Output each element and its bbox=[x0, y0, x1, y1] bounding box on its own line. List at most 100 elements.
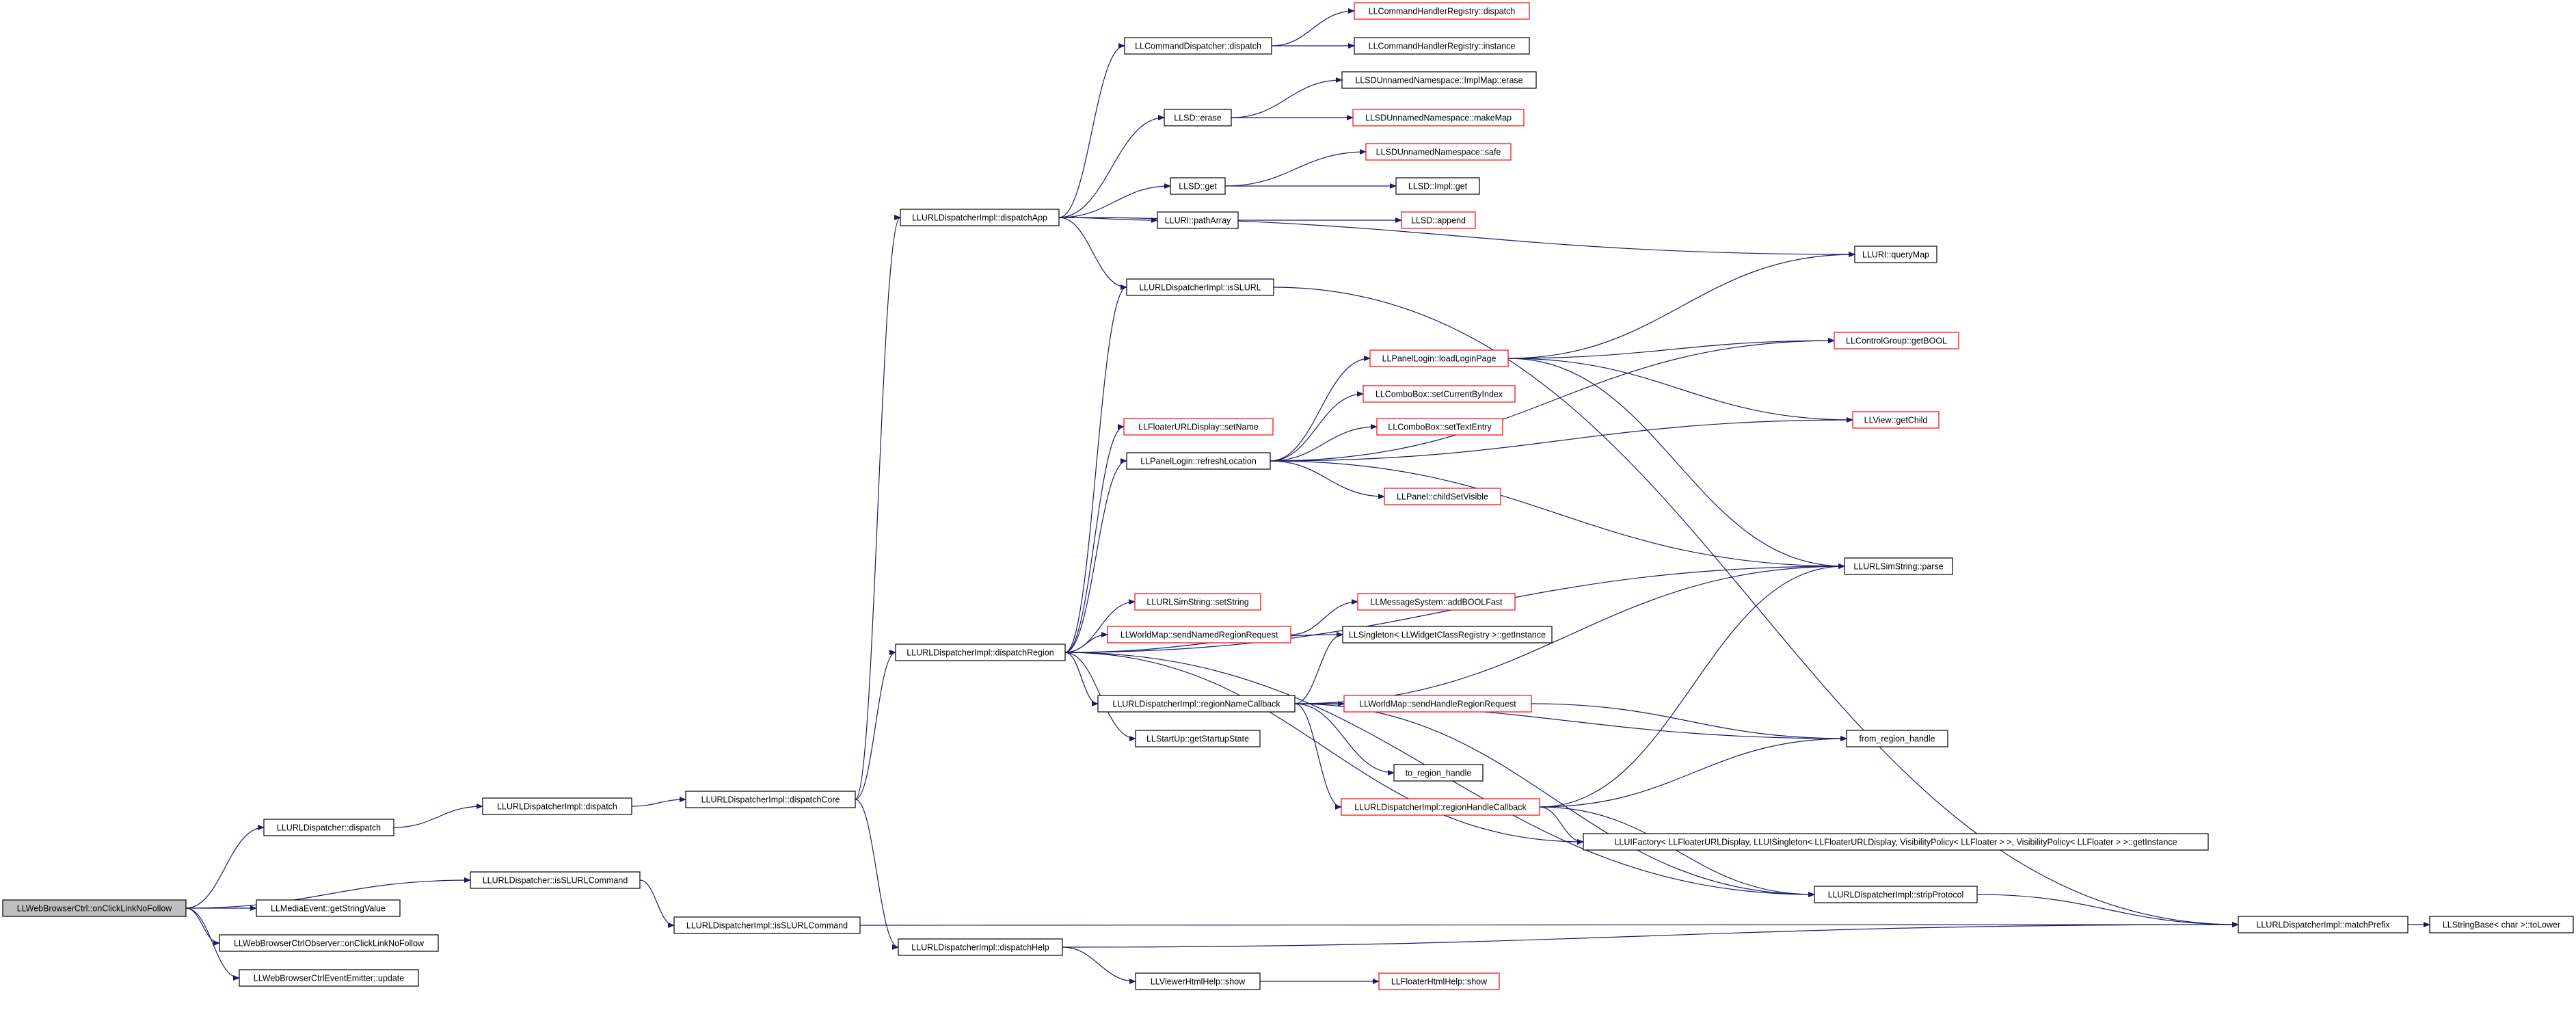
node-mediaevent_getstringvalue[interactable]: LLMediaEvent::getStringValue bbox=[256, 899, 401, 917]
node-label: LLPanelLogin::loadLoginPage bbox=[1382, 354, 1497, 364]
node-box bbox=[2429, 916, 2574, 933]
edge-impl_dispatchregion-to-panellogin_refreshlocation bbox=[1064, 458, 1127, 653]
node-box bbox=[1852, 411, 1940, 429]
node-combobox_settextentry[interactable]: LLComboBox::setTextEntry bbox=[1376, 418, 1503, 436]
node-llsd_append[interactable]: LLSD::append bbox=[1401, 211, 1476, 229]
node-stringbase_tolower[interactable]: LLStringBase< char >::toLower bbox=[2429, 916, 2574, 933]
node-cmdregistry_dispatch[interactable]: LLCommandHandlerRegistry::dispatch bbox=[1354, 2, 1530, 20]
node-worldmap_sendnamedregionrequest[interactable]: LLWorldMap::sendNamedRegionRequest bbox=[1107, 626, 1291, 644]
node-startup_getstartupstate[interactable]: LLStartUp::getStartupState bbox=[1135, 730, 1261, 747]
node-urlsimstring_setstring[interactable]: LLURLSimString::setString bbox=[1134, 593, 1261, 611]
node-box bbox=[1341, 798, 1540, 816]
node-combobox_setcurrentbyindex[interactable]: LLComboBox::setCurrentByIndex bbox=[1363, 385, 1516, 403]
node-root[interactable]: LLWebBrowserCtrl::onClickLinkNoFollow bbox=[2, 899, 187, 917]
edge-root-to-eventemitter_update bbox=[185, 907, 240, 981]
node-uifactory_getinstance[interactable]: LLUIFactory< LLFloaterURLDisplay, LLUISi… bbox=[1583, 833, 2209, 851]
node-llsd_impl_get[interactable]: LLSD::Impl::get bbox=[1395, 177, 1480, 195]
node-box bbox=[1097, 695, 1296, 713]
node-impl_matchprefix[interactable]: LLURLDispatcherImpl::matchPrefix bbox=[2238, 916, 2409, 933]
edge-impl_dispatchcore-to-impl_dispatchhelp bbox=[855, 799, 899, 950]
edge-panellogin_loadloginpage-to-urlsimstring_parse bbox=[1507, 358, 1845, 569]
node-cmddispatcher_dispatch[interactable]: LLCommandDispatcher::dispatch bbox=[1124, 37, 1272, 55]
node-box bbox=[256, 899, 401, 917]
node-box bbox=[1170, 177, 1226, 195]
node-impl_dispatchcore[interactable]: LLURLDispatcherImpl::dispatchCore bbox=[685, 791, 856, 808]
node-impl_regionnamecallback[interactable]: LLURLDispatcherImpl::regionNameCallback bbox=[1097, 695, 1296, 713]
edges-layer bbox=[185, 8, 2430, 984]
node-view_getchild[interactable]: LLView::getChild bbox=[1852, 411, 1940, 429]
node-label: LLWebBrowserCtrl::onClickLinkNoFollow bbox=[17, 904, 173, 914]
node-impl_dispatchhelp[interactable]: LLURLDispatcherImpl::dispatchHelp bbox=[898, 938, 1063, 956]
node-impl_regionhandlecallback[interactable]: LLURLDispatcherImpl::regionHandleCallbac… bbox=[1341, 798, 1540, 816]
node-label: LLURLDispatcherImpl::dispatchCore bbox=[701, 795, 840, 805]
node-messagesystem_addboolfast[interactable]: LLMessageSystem::addBOOLFast bbox=[1357, 593, 1516, 611]
node-impl_dispatchapp[interactable]: LLURLDispatcherImpl::dispatchApp bbox=[900, 209, 1060, 226]
node-impl_isslurl[interactable]: LLURLDispatcherImpl::isSLURL bbox=[1126, 278, 1274, 296]
node-urlsimstring_parse[interactable]: LLURLSimString::parse bbox=[1844, 557, 1953, 575]
node-box bbox=[1814, 886, 1978, 903]
node-box bbox=[1384, 488, 1501, 505]
node-to_region_handle[interactable]: to_region_handle bbox=[1393, 764, 1484, 782]
node-box bbox=[2, 899, 187, 917]
node-impl_stripprotocol[interactable]: LLURLDispatcherImpl::stripProtocol bbox=[1814, 886, 1978, 903]
edge-urldispatcher_dispatch-to-impl_dispatch bbox=[393, 804, 483, 828]
node-box bbox=[1107, 626, 1291, 644]
node-panellogin_loadloginpage[interactable]: LLPanelLogin::loadLoginPage bbox=[1369, 349, 1509, 367]
edge-root-to-urldispatcher_dispatch bbox=[185, 825, 265, 909]
node-label: LLControlGroup::getBOOL bbox=[1846, 336, 1947, 346]
node-box bbox=[673, 916, 861, 934]
node-label: LLMessageSystem::addBOOLFast bbox=[1370, 598, 1503, 607]
node-panellogin_refreshlocation[interactable]: LLPanelLogin::refreshLocation bbox=[1126, 452, 1271, 470]
node-label: LLComboBox::setCurrentByIndex bbox=[1376, 390, 1503, 399]
edge-impl_dispatchregion-to-impl_isslurl bbox=[1064, 284, 1127, 653]
node-floaterhtmlhelp_show[interactable]: LLFloaterHtmlHelp::show bbox=[1378, 972, 1500, 990]
node-impl_dispatchregion[interactable]: LLURLDispatcherImpl::dispatchRegion bbox=[895, 644, 1066, 661]
node-impl_isslurlcommand[interactable]: LLURLDispatcherImpl::isSLURLCommand bbox=[673, 916, 861, 934]
node-box bbox=[1365, 143, 1512, 161]
node-impl_dispatch[interactable]: LLURLDispatcherImpl::dispatch bbox=[482, 797, 632, 815]
node-singleton_getinstance[interactable]: LLSingleton< LLWidgetClassRegistry >::ge… bbox=[1342, 626, 1553, 644]
edge-panellogin_refreshlocation-to-panellogin_loadloginpage bbox=[1270, 356, 1371, 462]
node-label: LLCommandHandlerRegistry::instance bbox=[1369, 42, 1516, 51]
node-makemap[interactable]: LLSDUnnamedNamespace::makeMap bbox=[1352, 109, 1525, 127]
node-lluri_querymap[interactable]: LLURI::queryMap bbox=[1854, 246, 1937, 263]
node-label: LLMediaEvent::getStringValue bbox=[271, 904, 386, 914]
node-box bbox=[263, 819, 394, 836]
edge-panellogin_refreshlocation-to-view_getchild bbox=[1270, 417, 1853, 462]
node-safe[interactable]: LLSDUnnamedNamespace::safe bbox=[1365, 143, 1512, 161]
node-label: LLURLDispatcherImpl::dispatch bbox=[497, 802, 617, 812]
node-urldispatcher_isslurlcommand[interactable]: LLURLDispatcher::isSLURLCommand bbox=[470, 871, 641, 889]
node-box bbox=[470, 871, 641, 889]
node-label: LLFloaterHtmlHelp::show bbox=[1391, 977, 1488, 987]
node-label: LLURLDispatcherImpl::stripProtocol bbox=[1828, 890, 1964, 900]
node-box bbox=[1157, 211, 1239, 229]
edge-panellogin_refreshlocation-to-urlsimstring_parse bbox=[1270, 460, 1845, 569]
edge-panellogin_loadloginpage-to-lluri_querymap bbox=[1507, 252, 1855, 359]
node-box bbox=[1341, 71, 1537, 89]
node-impmap_erase[interactable]: LLSDUnnamedNamespace::ImplMap::erase bbox=[1341, 71, 1537, 89]
node-viewerhtmlhelp_show[interactable]: LLViewerHtmlHelp::show bbox=[1135, 972, 1261, 990]
node-panel_childsetvisible[interactable]: LLPanel::childSetVisible bbox=[1384, 488, 1501, 505]
node-box bbox=[1343, 695, 1532, 713]
node-lluri_patharray[interactable]: LLURI::pathArray bbox=[1157, 211, 1239, 229]
node-cmdregistry_instance[interactable]: LLCommandHandlerRegistry::instance bbox=[1354, 37, 1530, 55]
node-from_region_handle[interactable]: from_region_handle bbox=[1846, 730, 1948, 747]
node-label: LLSDUnnamedNamespace::safe bbox=[1376, 148, 1501, 157]
node-worldmap_sendhandleregionrequest[interactable]: LLWorldMap::sendHandleRegionRequest bbox=[1343, 695, 1532, 713]
edge-root-to-observer_onclicklinknofollow bbox=[185, 907, 220, 946]
edge-panellogin_refreshlocation-to-controlgroup_getbool bbox=[1270, 338, 1835, 462]
node-label: LLURLDispatcherImpl::matchPrefix bbox=[2256, 920, 2390, 930]
node-observer_onclicklinknofollow[interactable]: LLWebBrowserCtrlObserver::onClickLinkNoF… bbox=[219, 934, 439, 952]
node-label: LLPanelLogin::refreshLocation bbox=[1140, 457, 1257, 466]
node-label: LLUIFactory< LLFloaterURLDisplay, LLUISi… bbox=[1614, 838, 2177, 847]
node-label: from_region_handle bbox=[1859, 734, 1935, 744]
node-urldispatcher_dispatch[interactable]: LLURLDispatcher::dispatch bbox=[263, 819, 394, 836]
node-llsd_erase[interactable]: LLSD::erase bbox=[1164, 109, 1232, 127]
node-floaterurldisplay_setname[interactable]: LLFloaterURLDisplay::setName bbox=[1123, 418, 1274, 436]
node-llsd_get[interactable]: LLSD::get bbox=[1170, 177, 1226, 195]
node-label: LLURI::queryMap bbox=[1862, 250, 1929, 260]
node-label: LLPanel::childSetVisible bbox=[1397, 492, 1488, 502]
edge-impl_regionnamecallback-to-impl_stripprotocol bbox=[1294, 703, 1815, 897]
node-eventemitter_update[interactable]: LLWebBrowserCtrlEventEmitter::update bbox=[239, 969, 419, 987]
node-controlgroup_getbool[interactable]: LLControlGroup::getBOOL bbox=[1834, 332, 1959, 349]
